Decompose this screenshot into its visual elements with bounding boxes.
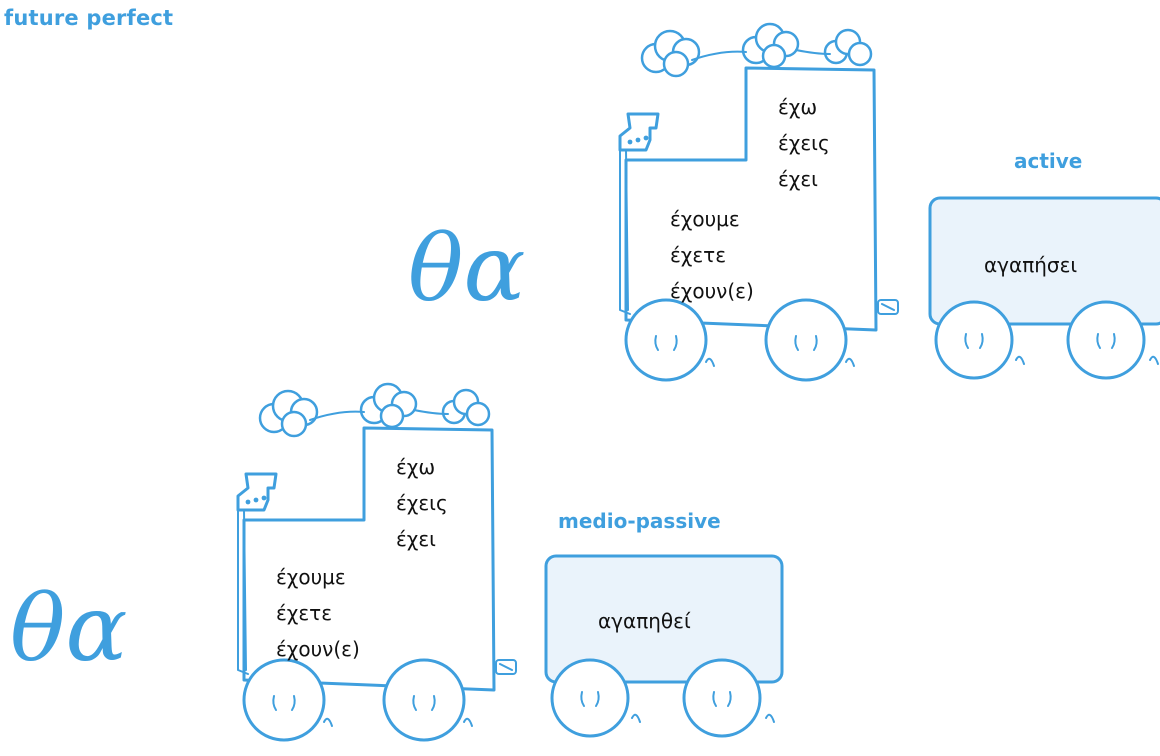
particle-tha-2: θα xyxy=(10,575,128,682)
wagon-2 xyxy=(544,554,784,738)
singular-1-1: έχω xyxy=(778,95,817,119)
plural-1-1: έχουμε xyxy=(670,207,740,231)
singular-2-1: έχω xyxy=(396,455,435,479)
plural-2-1: έχουμε xyxy=(276,565,346,589)
singular-2-2: έχεις xyxy=(396,491,448,515)
singular-2-3: έχει xyxy=(396,527,436,551)
plural-1-3: έχουν(ε) xyxy=(670,279,754,303)
particle-tha-1: θα xyxy=(408,215,526,322)
train-active: θα έχω έχεις έχει έχουμε έχετε έχουν(ε) … xyxy=(408,22,1160,382)
participle-active: αγαπήσει xyxy=(984,253,1077,277)
plural-1-2: έχετε xyxy=(670,243,726,267)
voice-label-active: active xyxy=(1014,149,1082,173)
voice-label-medio-passive: medio-passive xyxy=(558,509,721,533)
locomotive-2 xyxy=(236,382,518,742)
train-medio-passive: θα έχω έχεις έχει έχουμε έχετε έχουν(ε) … xyxy=(10,382,784,742)
singular-1-2: έχεις xyxy=(778,131,830,155)
page-title: future perfect xyxy=(4,6,174,30)
singular-1-3: έχει xyxy=(778,167,818,191)
participle-medio-passive: αγαπηθεί xyxy=(598,609,691,633)
locomotive-1 xyxy=(618,22,900,382)
plural-2-3: έχουν(ε) xyxy=(276,637,360,661)
plural-2-2: έχετε xyxy=(276,601,332,625)
wagon-1 xyxy=(928,196,1160,380)
